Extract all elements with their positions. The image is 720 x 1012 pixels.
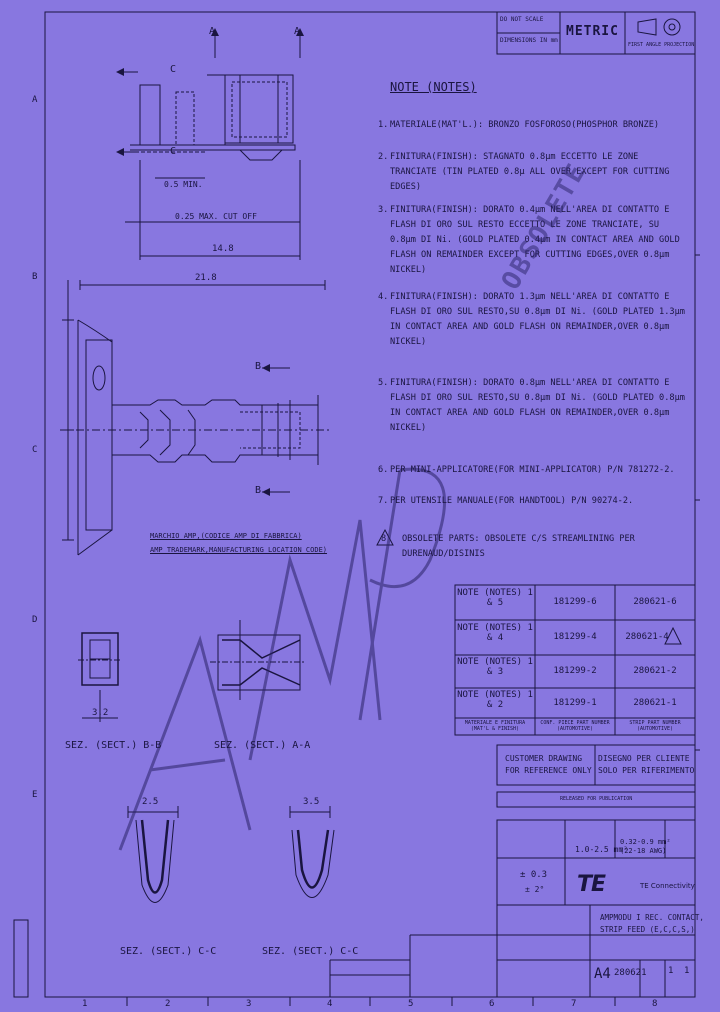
customer-drawing-1: CUSTOMER DRAWING — [505, 754, 583, 763]
col-label: 4 — [327, 999, 333, 1009]
section-cc-right-view — [289, 806, 335, 898]
parts-table — [454, 584, 696, 736]
label-c2: C — [170, 146, 177, 157]
side-view-top — [118, 30, 301, 260]
note-item: 6.PER MINI-APPLICATORE(FOR MINI-APPLICAT… — [378, 465, 675, 475]
table-pn2-cell: 280621-4 — [625, 632, 669, 642]
table-header-cell: STRIP PART NUMBER (AUTOMOTIVE) — [629, 720, 681, 732]
note-item: 4.FINITURA(FINISH): DORATO 1.3µm NELL'AR… — [378, 292, 685, 347]
te-logo: TE — [577, 872, 606, 897]
drawing-number: 280621 — [614, 968, 647, 978]
disegno-1: DISEGNO PER CLIENTE — [598, 754, 690, 763]
table-header-cell: CONF. PIECE PART NUMBER (AUTOMOTIVE) — [540, 720, 610, 732]
dim-2-5: 2.5 — [142, 797, 159, 807]
row-label: A — [32, 95, 38, 105]
amp-watermark — [118, 467, 446, 851]
tolerance-2: ± 2° — [525, 885, 545, 894]
table-header-cell: MATERIALE E FINITURA (MAT'L & FINISH) — [464, 720, 526, 732]
col-label: 5 — [408, 999, 414, 1009]
col-label: 6 — [489, 999, 495, 1009]
dim-3-5: 3.5 — [303, 797, 320, 807]
do-not-scale-note: DO NOT SCALE — [500, 16, 544, 23]
trademark-line-1: MARCHIO AMP,(CODICE AMP DI FABBRICA) — [150, 532, 302, 540]
dimensions-note: DIMENSIONS IN mm — [500, 37, 558, 44]
label-c1: C — [170, 64, 177, 75]
tolerance-1: ± 0.3 — [520, 870, 548, 880]
dim-3-2: 3.2 — [92, 708, 109, 718]
row-label: C — [32, 445, 38, 455]
dim-cutoff: 0.25 MAX. CUT OFF — [175, 212, 257, 221]
col-label: 3 — [246, 999, 252, 1009]
note-item: 3.FINITURA(FINISH): DORATO 0.4µm NELL'AR… — [378, 205, 680, 275]
metric-label: METRIC — [566, 24, 619, 39]
note-item: 1.MATERIALE(MAT'L.): BRONZO FOSFOROSO(PH… — [378, 120, 660, 130]
section-cc-label-left: SEZ. (SECT.) C-C — [120, 946, 217, 957]
note-item: 5.FINITURA(FINISH): DORATO 0.8µm NELL'AR… — [378, 378, 685, 433]
table-pn1-cell: 181299-1 — [553, 698, 597, 708]
table-note-cell: NOTE (NOTES) 1 & 3 — [457, 657, 533, 677]
col-label: 7 — [571, 999, 577, 1009]
row-label: B — [32, 272, 38, 282]
release-label: RELEASED FOR PUBLICATION — [560, 796, 633, 802]
description-1: AMPMODU I REC. CONTACT, — [600, 913, 704, 922]
size-label: A4 — [594, 966, 611, 982]
table-note-cell: NOTE (NOTES) 1 & 4 — [457, 623, 533, 643]
table-pn1-cell: 181299-2 — [553, 666, 597, 676]
projection-label: FIRST ANGLE PROJECTION — [628, 42, 695, 48]
description-2: STRIP FEED (E,C,C,S,) — [600, 925, 695, 934]
col-label: 8 — [652, 999, 658, 1009]
dim-21-8: 21.8 — [195, 273, 217, 283]
disegno-2: SOLO PER RIFERIMENTO — [598, 766, 695, 775]
row-label: E — [32, 790, 38, 800]
dim-14-8: 14.8 — [212, 244, 234, 254]
table-note-cell: NOTE (NOTES) 1 & 5 — [457, 588, 533, 608]
title-block — [329, 744, 696, 998]
section-cc-label-right: SEZ. (SECT.) C-C — [262, 946, 359, 957]
notes-heading: NOTE (NOTES) — [390, 80, 477, 94]
te-logo-sub: TE Connectivity — [640, 882, 695, 890]
note-item: 7.PER UTENSILE MANUALE(FOR HANDTOOL) P/N… — [378, 496, 634, 506]
strip-view — [60, 280, 330, 556]
section-aa-view — [210, 620, 305, 700]
label-b1: B — [255, 361, 262, 372]
table-pn2-cell: 280621-6 — [633, 597, 677, 607]
col-label: 2 — [165, 999, 171, 1009]
trademark-line-2: AMP TRADEMARK,MANUFACTURING LOCATION COD… — [150, 546, 328, 554]
dim-min: 0.5 MIN. — [164, 180, 203, 189]
section-bb-label: SEZ. (SECT.) B-B — [65, 740, 162, 751]
range-2: 0.32-0.9 mm² — [620, 838, 671, 846]
rev-label: 1 — [684, 966, 690, 976]
label-a1: A — [209, 26, 216, 37]
label-b2: B — [255, 485, 262, 496]
col-label: 1 — [82, 999, 88, 1009]
table-pn2-cell: 280621-2 — [633, 666, 677, 676]
customer-drawing-2: FOR REFERENCE ONLY — [505, 766, 592, 775]
label-a2: A — [294, 26, 301, 37]
range-1: 1.0-2.5 mm² — [575, 845, 628, 854]
range-3: (22-18 AWG) — [620, 847, 667, 855]
row-label: D — [32, 615, 38, 625]
sheet-label: 1 — [668, 966, 674, 976]
table-pn2-cell: 280621-1 — [633, 698, 677, 708]
section-bb-view — [78, 632, 122, 722]
section-cc-left-view — [127, 806, 179, 903]
note-item: 2.FINITURA(FINISH): STAGNATO 0.8µm ECCET… — [378, 152, 670, 192]
table-pn1-cell: 181299-4 — [553, 632, 597, 642]
section-aa-label: SEZ. (SECT.) A-A — [214, 740, 311, 751]
table-pn1-cell: 181299-6 — [553, 597, 597, 607]
table-note-cell: NOTE (NOTES) 1 & 2 — [457, 690, 533, 710]
